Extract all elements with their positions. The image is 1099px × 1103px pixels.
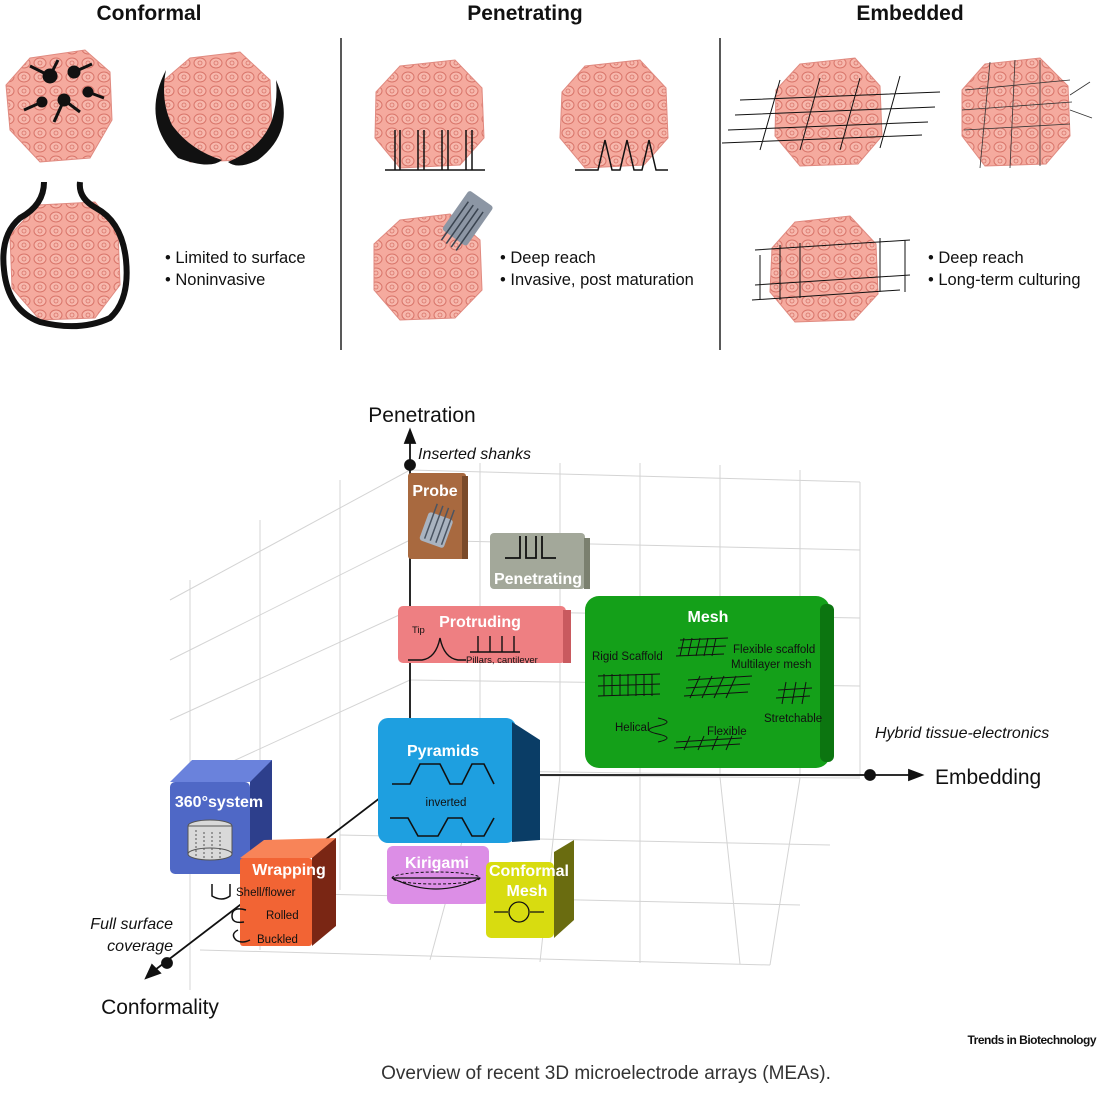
mesh-block: Mesh Rigid Scaffold Flexible scaffold Mu…	[585, 596, 834, 768]
embedded-title: Embedded	[856, 2, 963, 25]
embedding-annotation: Hybrid tissue-electronics	[875, 725, 1049, 742]
wrapping-block: Wrapping Shell/flower Rolled Buckled	[211, 838, 336, 946]
conformal-organoid-wrapped	[0, 181, 130, 330]
embedded-organoid-grid	[721, 57, 941, 167]
penetrating-block: Penetrating	[490, 533, 590, 589]
pyramids-inverted-label: inverted	[426, 797, 467, 809]
conformal-title: Conformal	[97, 2, 202, 25]
embedded-organoid-scaffold	[751, 215, 911, 323]
penetrating-organoid-probe	[373, 191, 493, 321]
embedded-organoid-mesh	[961, 57, 1093, 169]
protruding-pillars-label: Pillars, cantilever	[466, 655, 538, 666]
penetrating-organoid-pillars	[374, 59, 485, 171]
penetrating-bullet-2: • Invasive, post maturation	[500, 271, 694, 289]
embedded-bullet-1: • Deep reach	[928, 249, 1024, 267]
mesh-multilayer-label: Multilayer mesh	[731, 659, 812, 671]
conformal-mesh-block: Conformal Mesh	[486, 840, 574, 938]
protruding-tip-label: Tip	[412, 625, 425, 636]
penetration-annotation: Inserted shanks	[418, 446, 531, 463]
pyramids-label: Pyramids	[407, 743, 479, 760]
system360-block: 360°system	[170, 760, 272, 874]
mesh-stretchable-label: Stretchable	[764, 713, 822, 725]
wrapping-rolled-label: Rolled	[266, 910, 299, 922]
penetrating-organoid-spikes	[559, 59, 669, 171]
conformal-mesh-label-line1: Conformal	[489, 863, 569, 880]
mesh-glyphs	[597, 637, 813, 751]
mesh-rigid-label: Rigid Scaffold	[592, 651, 663, 663]
mesh-helical-label: Helical	[615, 722, 650, 734]
conformal-mesh-label-line2: Mesh	[507, 883, 548, 900]
mesh-label: Mesh	[688, 609, 729, 626]
conformal-bullet-2: • Noninvasive	[165, 271, 265, 289]
penetrating-block-label: Penetrating	[494, 571, 582, 588]
embedded-bullet-2: • Long-term culturing	[928, 271, 1081, 289]
penetration-axis-label: Penetration	[368, 404, 475, 427]
kirigami-label: Kirigami	[405, 855, 469, 872]
pyramids-block: Pyramids inverted	[378, 718, 540, 843]
conformal-organoid-shell	[155, 51, 284, 166]
conformal-organoid-electrodes	[5, 49, 113, 163]
wrapping-buckled-label: Buckled	[257, 934, 298, 946]
conformal-bullet-1: • Limited to surface	[165, 249, 306, 267]
probe-label: Probe	[412, 483, 457, 500]
protruding-block: Protruding Tip Pillars, cantilever	[398, 606, 571, 666]
wrapping-label: Wrapping	[252, 862, 325, 879]
protruding-label: Protruding	[439, 614, 521, 631]
probe-block: Probe	[408, 473, 468, 559]
journal-name: Trends in Biotechnology	[967, 1033, 1096, 1047]
wrapping-shell-label: Shell/flower	[236, 887, 296, 899]
mesh-flexible-label: Flexible	[707, 726, 747, 738]
penetrating-bullet-1: • Deep reach	[500, 249, 596, 267]
kirigami-block: Kirigami	[387, 846, 489, 904]
conformality-annotation-line1: Full surface	[90, 916, 173, 933]
system360-label: 360°system	[175, 794, 263, 811]
embedding-axis-label: Embedding	[935, 766, 1041, 789]
penetrating-title: Penetrating	[467, 2, 583, 25]
figure-caption: Overview of recent 3D microelectrode arr…	[381, 1063, 831, 1084]
conformality-axis-label: Conformality	[101, 996, 219, 1019]
conformality-annotation-line2: coverage	[107, 938, 173, 955]
mesh-flexible-scaffold-label: Flexible scaffold	[733, 644, 815, 656]
